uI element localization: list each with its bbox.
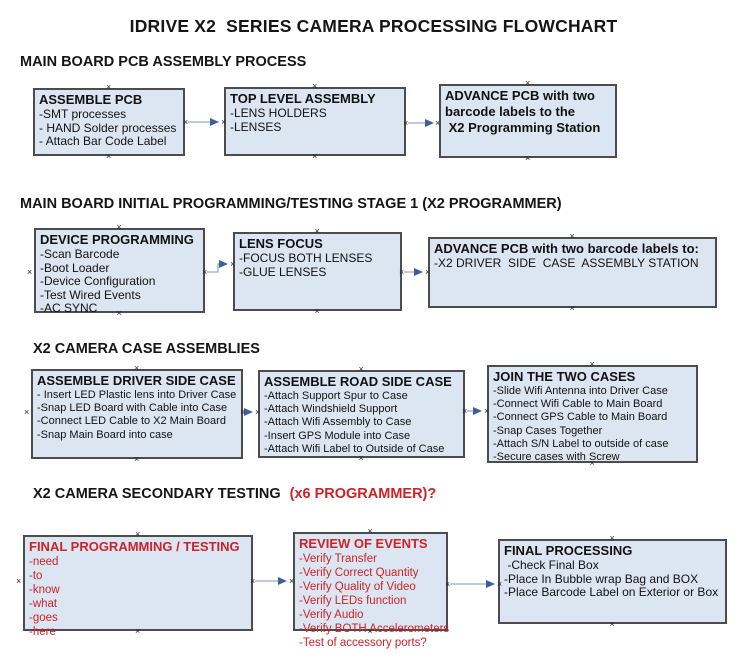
box-line: -Connect Wifi Cable to Main Board <box>493 398 663 411</box>
section-heading-pcb-assembly: MAIN BOARD PCB ASSEMBLY PROCESS <box>20 54 307 70</box>
box-assemble-pcb: ASSEMBLE PCB -SMT processes- HAND Solder… <box>33 83 185 161</box>
page-title: IDRIVE X2 SERIES CAMERA PROCESSING FLOWC… <box>129 16 618 36</box>
box-line: -Attach S/N Label to outside of case <box>493 437 669 450</box>
box-title: LENS FOCUS <box>239 236 323 251</box>
box-line: -goes <box>29 612 58 624</box>
box-body: -FOCUS BOTH LENSES-GLUE LENSES <box>239 251 396 279</box>
box-line: -Test of accessory ports? <box>299 637 427 649</box>
box-line: -know <box>29 584 60 596</box>
box-line: ADVANCE PCB with two <box>445 88 595 103</box>
box-line: - Insert LED Plastic lens into Driver Ca… <box>37 389 237 401</box>
box-line: -GLUE LENSES <box>239 264 327 279</box>
box-body: -Verify Transfer -Verify Correct Quantity… <box>299 552 450 650</box>
box-title: ASSEMBLE ROAD SIDE CASE <box>264 374 452 389</box>
connector-handle: × <box>24 407 29 417</box>
box-line: -Check Final Box <box>504 558 599 572</box>
box-title: JOIN THE TWO CASES <box>493 369 636 384</box>
box-assemble-driver-side-case: ASSEMBLE DRIVER SIDE CASE - Insert LED P… <box>31 364 243 464</box>
box-title: FINAL PROGRAMMING / TESTING <box>29 539 240 554</box>
box-line: -need <box>29 556 59 568</box>
box-device-programming: DEVICE PROGRAMMING -Scan Barcode-Boot Lo… <box>34 223 205 318</box>
box-line: -Verify BOTH Accelerometers <box>299 623 450 635</box>
box-title: ASSEMBLE PCB <box>39 92 143 107</box>
box-title: ASSEMBLE DRIVER SIDE CASE <box>37 373 236 388</box>
box-title: REVIEW OF EVENTS <box>299 536 428 551</box>
arrow-device-to-lensfocus <box>207 260 228 273</box>
box-title: DEVICE PROGRAMMING <box>40 232 194 247</box>
box-final-programming-testing: FINAL PROGRAMMING / TESTING -need -to -kno… <box>23 530 253 638</box>
box-line: -Attach Wifi Label to Outside of Case <box>264 442 445 455</box>
box-line: -Slide Wifi Antenna into Driver Case <box>493 385 668 397</box>
box-line: -Place Barcode Label on Exterior or Box <box>504 585 719 599</box>
box-line: -SMT processes <box>39 107 127 121</box>
box-lens-focus: LENS FOCUS -FOCUS BOTH LENSES-GLUE LENSE… <box>233 227 402 316</box>
box-advance-pcb-case-assembly-station: ADVANCE PCB with two barcode labels to: … <box>428 232 717 313</box>
box-body: -LENS HOLDERS-LENSES <box>230 106 400 134</box>
box-line: -LENS HOLDERS <box>230 106 327 120</box>
box-top-level-assembly: TOP LEVEL ASSEMBLY -LENS HOLDERS-LENSES <box>224 82 406 161</box>
box-line: barcode labels to the <box>445 104 576 119</box>
section-heading-secondary-testing-black: X2 CAMERA SECONDARY TESTING <box>33 486 281 502</box>
box-line: -Place In Bubble wrap Bag and BOX <box>504 571 699 586</box>
box-line: - HAND Solder processes <box>39 120 177 135</box>
box-line: -Snap Cases Together <box>493 424 603 437</box>
box-body: -Slide Wifi Antenna into Driver Case-Con… <box>493 385 692 464</box>
box-title: FINAL PROCESSING <box>504 543 633 558</box>
box-body: -X2 DRIVER SIDE CASE ASSEMBLY STATION <box>434 256 711 271</box>
box-line: -what <box>29 598 58 610</box>
box-line: -Device Configuration <box>40 274 156 288</box>
box-line: -Test Wired Events <box>40 287 141 302</box>
box-line: -Insert GPS Module into Case <box>264 429 411 442</box>
box-line: - Attach Bar Code Label <box>39 134 167 148</box>
box-line: -Attach Wifi Assembly to Case <box>264 416 412 429</box>
box-review-of-events: REVIEW OF EVENTS -Verify Transfer-Verify… <box>293 527 449 649</box>
section-heading-secondary-testing: X2 CAMERA SECONDARY TESTING (x6 PROGRAMME… <box>33 486 436 502</box>
box-line: -Scan Barcode <box>40 247 120 261</box>
section-heading-case-assemblies: X2 CAMERA CASE ASSEMBLIES <box>33 341 260 357</box>
box-line: X2 Programming Station <box>445 120 601 135</box>
connector-handle: × <box>16 576 21 586</box>
box-assemble-road-side-case: ASSEMBLE ROAD SIDE CASE -Attach Support … <box>258 365 465 463</box>
section-heading-programmer-question: (x6 PROGRAMMER)? <box>289 486 437 502</box>
connector-handle: × <box>27 267 32 277</box>
box-title: TOP LEVEL ASSEMBLY <box>230 91 376 106</box>
box-line: -Connect LED Cable to X2 Main Board <box>37 415 226 428</box>
box-line: -Snap Main Board into case <box>37 428 173 441</box>
box-body: -Check Final Box-Place In Bubble wrap Ba… <box>504 558 721 600</box>
box-line: -Connect GPS Cable to Main Board <box>493 411 668 424</box>
box-final-processing: FINAL PROCESSING -Check Final Box-Place … <box>498 534 727 629</box>
box-line: -Verify LEDs function <box>299 595 407 607</box>
box-line: -X2 DRIVER SIDE CASE ASSEMBLY STATION <box>434 256 699 270</box>
box-line: -Attach Support Spur to Case <box>264 390 408 402</box>
box-line: -to <box>29 570 43 582</box>
box-line: -FOCUS BOTH LENSES <box>239 251 373 265</box>
box-line: -AC SYNC <box>40 301 98 315</box>
box-line: -here <box>29 626 56 638</box>
box-body: -Attach Support Spur to Case-Attach Wind… <box>264 390 459 456</box>
box-line: -Attach Windshield Support <box>264 403 398 416</box>
box-line: -Verify Quality of Video <box>299 581 416 593</box>
section-heading-initial-programming: MAIN BOARD INITIAL PROGRAMMING/TESTING S… <box>20 196 562 212</box>
box-body: -need -to -know -what -goes -here <box>29 555 247 639</box>
box-body: -Scan Barcode-Boot Loader-Device Configu… <box>40 247 199 316</box>
box-title: ADVANCE PCB with two barcode labels to: <box>434 241 699 256</box>
box-body: - Insert LED Plastic lens into Driver Ca… <box>37 389 237 442</box>
box-line: -Verify Correct Quantity <box>299 567 419 579</box>
box-line: -Verify Audio <box>299 609 364 621</box>
box-line: -Snap LED Board with Cable into Case <box>37 402 228 415</box>
box-line: -Secure cases with Screw <box>493 451 620 464</box>
box-line: -Verify Transfer <box>299 553 377 565</box>
box-body: -SMT processes- HAND Solder processes- A… <box>39 107 179 149</box>
box-join-the-two-cases: JOIN THE TWO CASES -Slide Wifi Antenna i… <box>487 360 698 468</box>
box-line: -Boot Loader <box>40 260 110 275</box>
box-line: -LENSES <box>230 119 282 134</box>
